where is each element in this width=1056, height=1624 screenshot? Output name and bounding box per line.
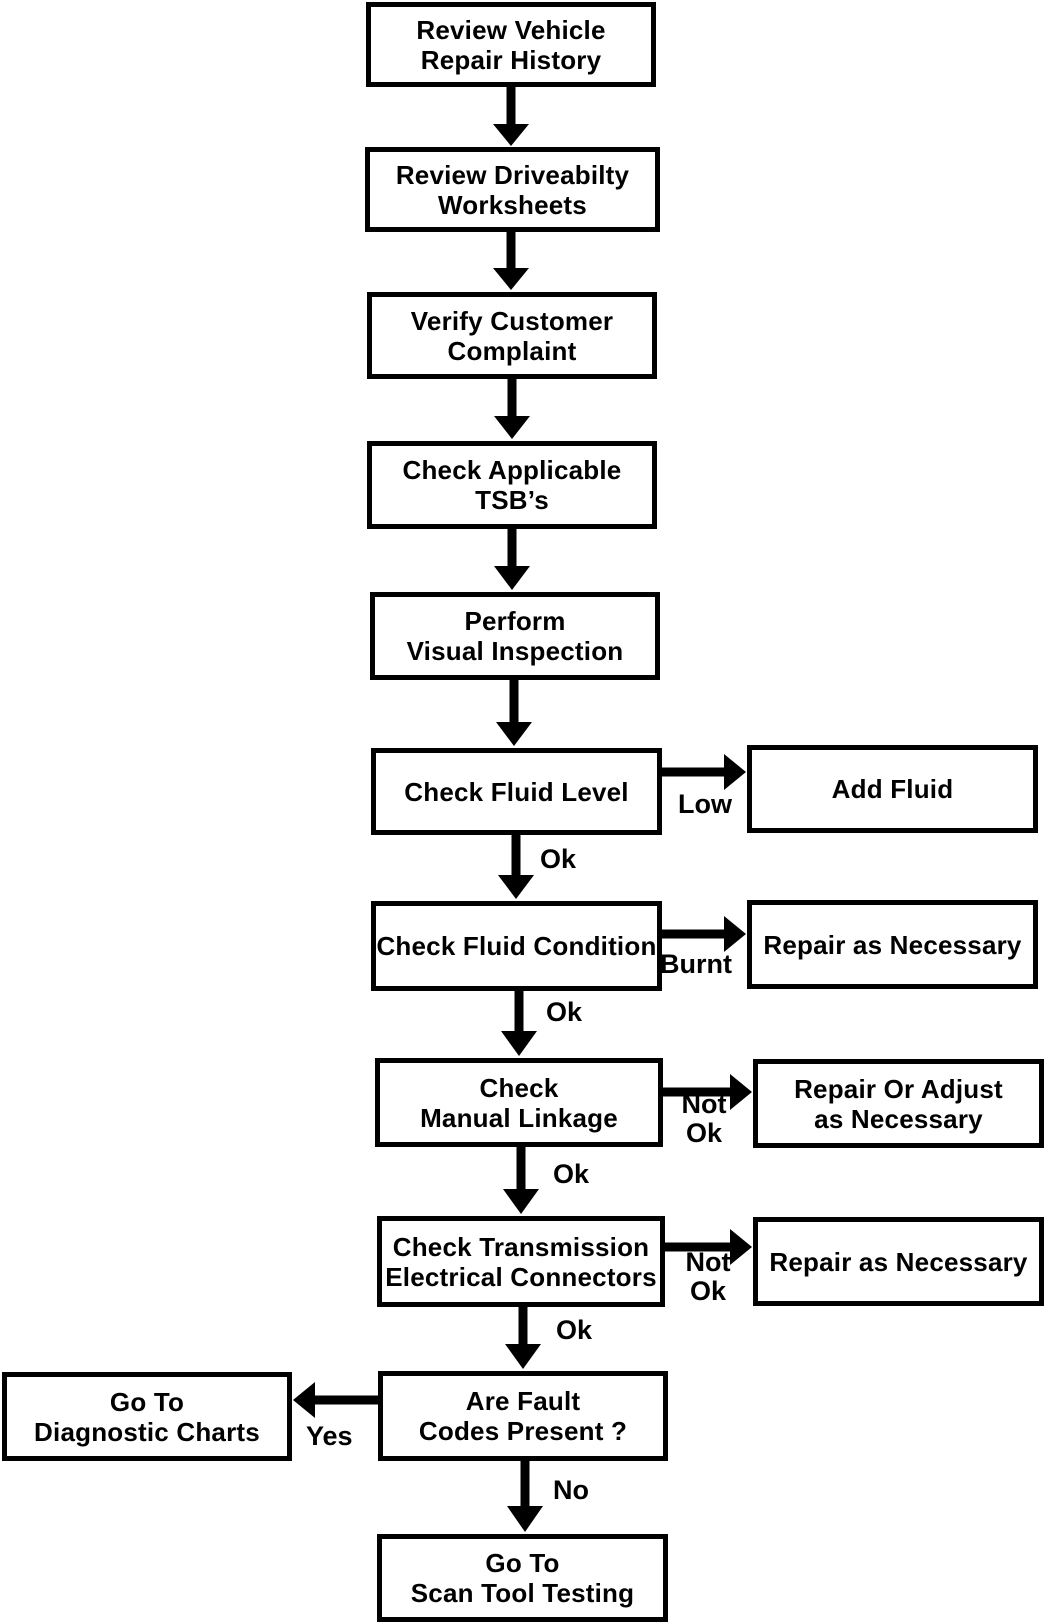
node-review-driveabilty-worksheets: Review Driveabilty Worksheets (365, 147, 660, 232)
arrow-driveabilty-to-verify-complaint (493, 230, 529, 290)
node-go-to-diagnostic-charts: Go To Diagnostic Charts (2, 1372, 292, 1461)
node-text-line: Check Fluid Condition (376, 931, 657, 961)
node-text-line: Add Fluid (831, 774, 954, 804)
node-text-line: Check Applicable (402, 455, 622, 485)
edge-label-yes: Yes (306, 1421, 353, 1451)
node-repair-or-adjust-as-necessary: Repair Or Adjust as Necessary (753, 1059, 1044, 1148)
edge-label-ok-fluid-condition: Ok (546, 997, 583, 1027)
node-add-fluid: Add Fluid (747, 745, 1038, 833)
node-text-line: Repair as Necessary (769, 1246, 1028, 1277)
node-perform-visual-inspection: Perform Visual Inspection (370, 592, 660, 680)
node-text-line: Repair History (420, 44, 602, 75)
edge-label-ok-manual-linkage: Ok (553, 1159, 590, 1189)
edge-label-line: Not (681, 1089, 727, 1119)
node-text-line: Review Vehicle (416, 14, 606, 45)
node-text-line: Visual Inspection (406, 636, 624, 666)
arrow-connectors-to-fault-codes (505, 1305, 541, 1369)
edge-label-line: Not (685, 1247, 731, 1277)
node-check-applicable-tsbs: Check Applicable TSB’s (367, 441, 657, 529)
node-text-line: Electrical Connectors (385, 1261, 657, 1292)
node-text-line: as Necessary (814, 1103, 983, 1134)
node-text-line: Manual Linkage (420, 1102, 618, 1133)
arrow-fluid-condition-to-manual-linkage (501, 989, 537, 1056)
node-text-line: Check Transmission (392, 1231, 650, 1262)
edge-label-low: Low (678, 789, 732, 819)
arrow-manual-linkage-to-repair-or-adjust (662, 1074, 752, 1110)
arrow-fault-codes-to-scan-tool (507, 1459, 543, 1532)
arrow-verify-complaint-to-tsbs (494, 377, 530, 439)
edge-label-no: No (553, 1475, 589, 1505)
node-text-line: Codes Present ? (418, 1416, 628, 1446)
edge-label-line: Ok (685, 1118, 723, 1148)
node-text-line: Diagnostic Charts (34, 1416, 260, 1447)
node-text-line: Worksheets (438, 189, 587, 220)
node-text-line: Verify Customer (410, 305, 614, 336)
node-text-line: Check (479, 1072, 559, 1103)
node-check-fluid-level: Check Fluid Level (371, 748, 662, 835)
arrow-fluid-level-to-fluid-condition (498, 833, 534, 899)
node-repair-as-necessary-fluid: Repair as Necessary (747, 900, 1038, 989)
node-text-line: Go To (109, 1386, 185, 1417)
node-check-transmission-electrical-connectors: Check Transmission Electrical Connectors (377, 1216, 665, 1307)
arrow-visual-inspection-to-fluid-level (496, 678, 532, 746)
arrow-fluid-level-to-add-fluid (661, 754, 746, 790)
edge-label-line: Ok (689, 1276, 727, 1306)
node-review-vehicle-repair-history: Review Vehicle Repair History (366, 2, 656, 87)
arrow-fluid-condition-to-repair (661, 916, 746, 952)
edge-label-burnt: Burnt (660, 949, 732, 979)
arrow-repair-history-to-driveabilty (493, 85, 529, 146)
node-text-line: Check Fluid Level (404, 776, 629, 807)
node-text-line: Complaint (447, 335, 577, 366)
node-check-fluid-condition: Check Fluid Condition (371, 901, 662, 991)
node-are-fault-codes-present: Are Fault Codes Present ? (378, 1371, 668, 1461)
node-text-line: Repair Or Adjust (794, 1073, 1003, 1104)
node-text-line: Are Fault (465, 1386, 581, 1416)
node-check-manual-linkage: Check Manual Linkage (375, 1058, 663, 1147)
arrow-connectors-to-repair (664, 1229, 752, 1265)
node-text-line: Go To (485, 1548, 560, 1578)
node-go-to-scan-tool-testing: Go To Scan Tool Testing (377, 1534, 668, 1622)
arrow-fault-codes-to-diagnostic-charts (293, 1382, 379, 1418)
edge-label-ok-fluid-level: Ok (540, 844, 577, 874)
node-text-line: Scan Tool Testing (410, 1578, 635, 1608)
node-repair-as-necessary-connectors: Repair as Necessary (753, 1217, 1044, 1306)
arrow-tsbs-to-visual-inspection (494, 527, 530, 590)
arrow-manual-linkage-to-connectors (503, 1145, 539, 1214)
node-text-line: TSB’s (475, 485, 549, 515)
node-text-line: Review Driveabilty (395, 159, 630, 190)
node-text-line: Repair as Necessary (763, 929, 1022, 960)
edge-label-not-ok-manual-linkage: Not Ok (666, 1090, 742, 1148)
node-verify-customer-complaint: Verify Customer Complaint (367, 292, 657, 379)
node-text-line: Perform (464, 606, 566, 636)
edge-label-not-ok-connectors: Not Ok (670, 1248, 746, 1306)
edge-label-ok-connectors: Ok (556, 1315, 593, 1345)
